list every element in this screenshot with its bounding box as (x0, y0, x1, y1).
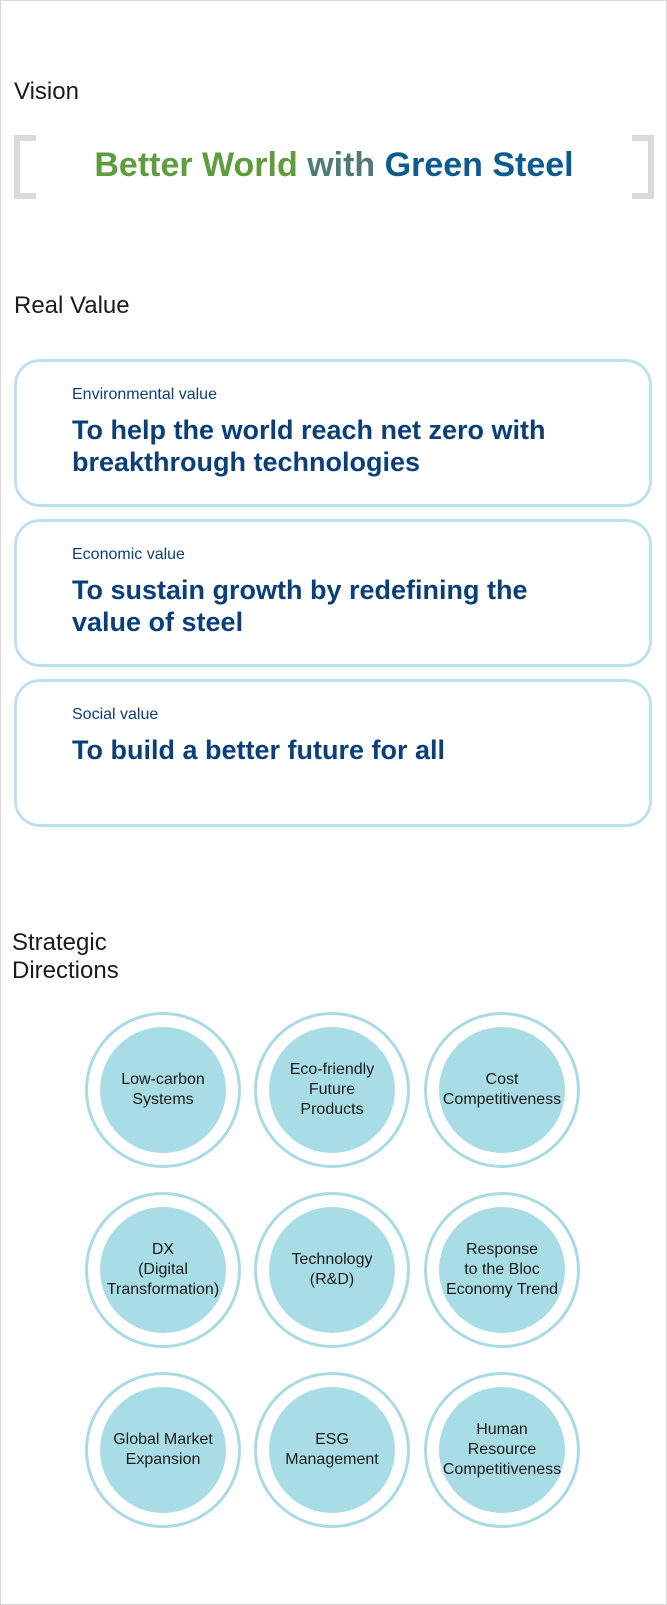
direction-label: Human Resource Competitiveness (439, 1387, 565, 1513)
vision-part-3: Green Steel (384, 146, 574, 184)
value-description: To sustain growth by redefining the valu… (72, 575, 528, 637)
direction-item: Human Resource Competitiveness (424, 1372, 580, 1528)
left-bracket-icon (14, 135, 36, 199)
direction-item: Cost Competitiveness (424, 1012, 580, 1168)
direction-item: DX (Digital Transformation) (85, 1192, 241, 1348)
value-description: To help the world reach net zero with br… (72, 415, 546, 477)
direction-label: DX (Digital Transformation) (100, 1207, 226, 1333)
real-value-heading: Real Value (14, 292, 130, 319)
direction-item: Technology (R&D) (254, 1192, 410, 1348)
value-label: Social value (72, 706, 159, 723)
vision-part-1: Better World (94, 146, 298, 184)
direction-label: ESG Management (269, 1387, 395, 1513)
direction-label: Cost Competitiveness (439, 1027, 565, 1153)
value-card-social: Social value To build a better future fo… (14, 679, 652, 827)
vision-part-2: with (307, 146, 376, 184)
value-description: To build a better future for all (72, 735, 446, 765)
value-card-environmental: Environmental value To help the world re… (14, 359, 652, 507)
vision-text: Better World with Green Steel (14, 145, 654, 185)
direction-item: Low-carbon Systems (85, 1012, 241, 1168)
vision-statement: Better World with Green Steel (14, 135, 654, 201)
direction-item: Global Market Expansion (85, 1372, 241, 1528)
direction-label: Low-carbon Systems (100, 1027, 226, 1153)
direction-label: Response to the Bloc Economy Trend (439, 1207, 565, 1333)
value-card-economic: Economic value To sustain growth by rede… (14, 519, 652, 667)
strategic-directions-heading: Strategic Directions (12, 929, 119, 984)
direction-item: Eco-friendly Future Products (254, 1012, 410, 1168)
right-bracket-icon (632, 135, 654, 199)
value-label: Environmental value (72, 386, 217, 403)
direction-label: Global Market Expansion (100, 1387, 226, 1513)
vision-heading: Vision (14, 78, 79, 105)
direction-item: Response to the Bloc Economy Trend (424, 1192, 580, 1348)
value-label: Economic value (72, 546, 185, 563)
direction-label: Eco-friendly Future Products (269, 1027, 395, 1153)
direction-label: Technology (R&D) (269, 1207, 395, 1333)
direction-item: ESG Management (254, 1372, 410, 1528)
